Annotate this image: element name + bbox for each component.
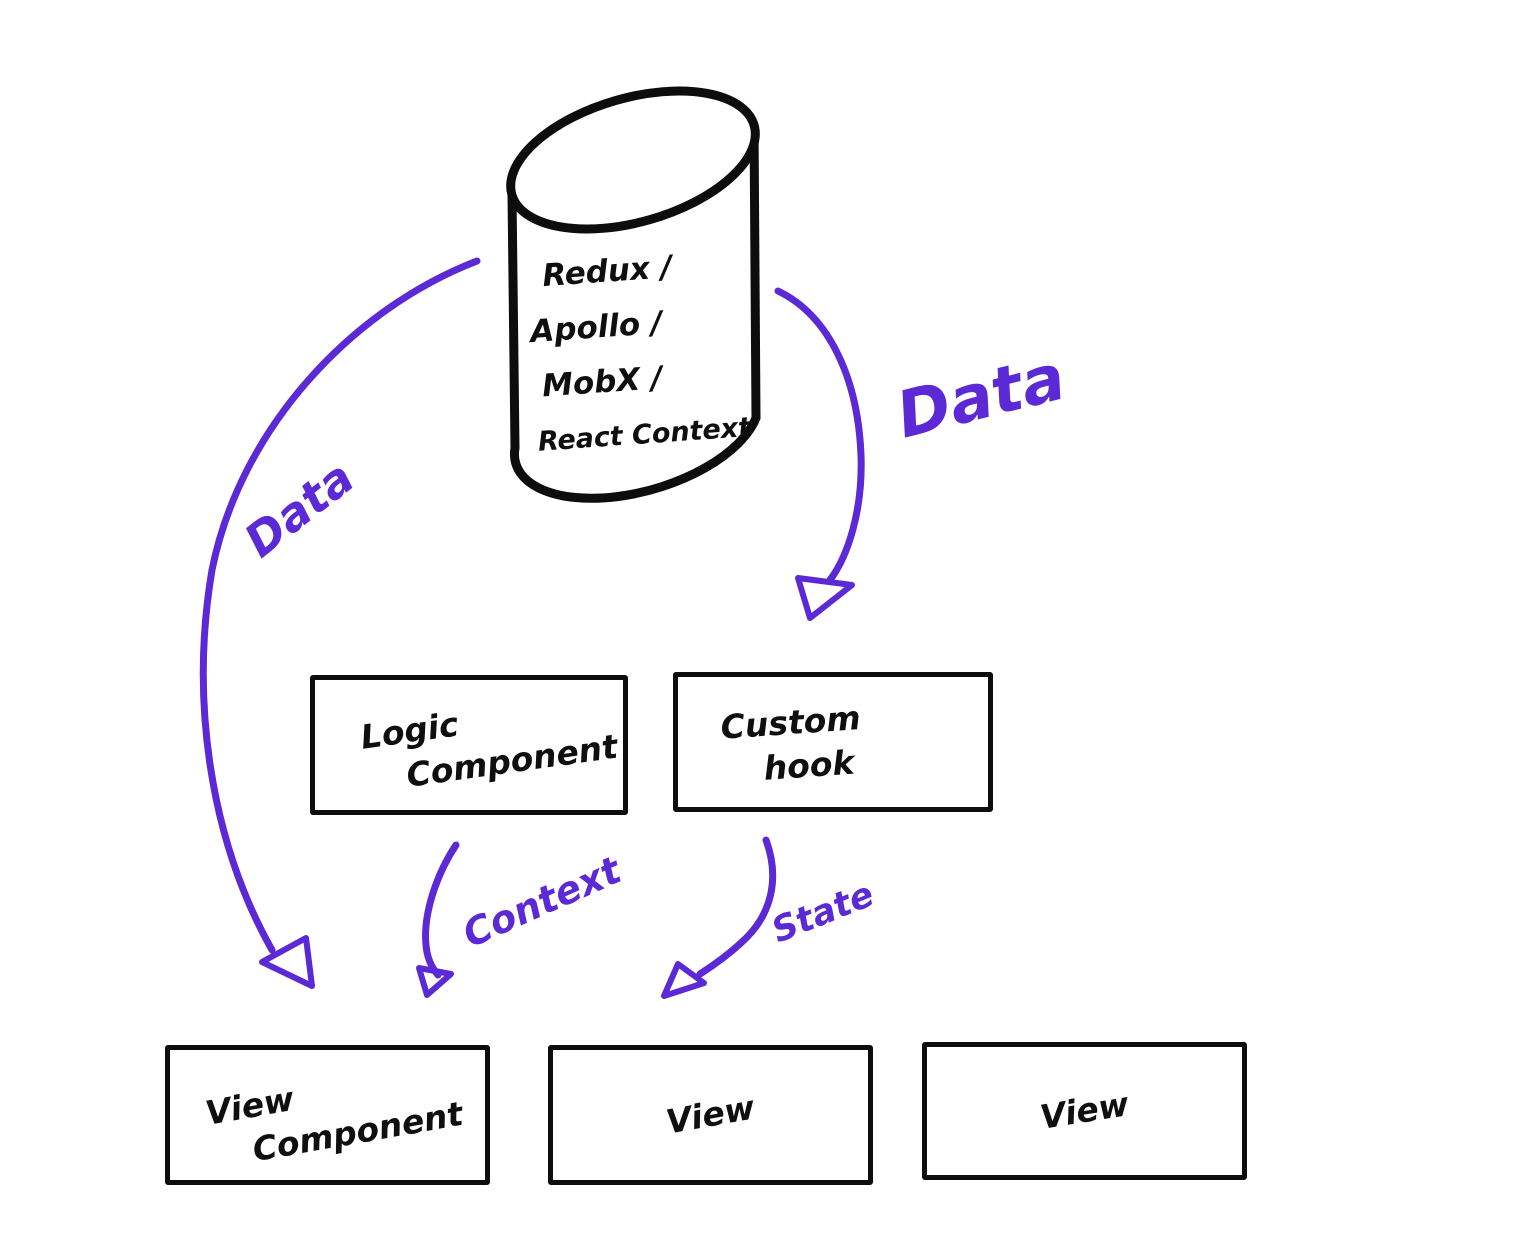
store-cylinder	[506, 86, 761, 503]
view-box-right-label: View	[1037, 1084, 1132, 1137]
data-arrow-right	[774, 287, 865, 621]
store-cylinder-label: Redux / Apollo / MobX / React Context	[525, 234, 770, 470]
state-arrow-head	[661, 961, 707, 999]
view-box-middle: View	[548, 1045, 873, 1185]
logic-component-box: Logic Component	[310, 675, 628, 815]
state-arrow-shaft	[696, 836, 777, 978]
view-box-middle-label: View	[663, 1087, 758, 1142]
context-arrow-shaft	[422, 841, 460, 979]
data-arrow-left	[199, 257, 481, 989]
data-arrow-right-head	[795, 575, 855, 621]
view-component-box: View Component	[165, 1045, 490, 1185]
custom-hook-label: Custom hook	[675, 687, 990, 796]
view-box-right: View	[922, 1042, 1247, 1180]
view-component-label: View Component	[165, 1044, 490, 1185]
data-arrow-left-shaft	[199, 257, 481, 954]
context-arrow-head	[416, 965, 454, 998]
data-arrow-right-shaft	[774, 287, 865, 584]
state-arrow	[661, 836, 777, 999]
context-arrow	[416, 841, 460, 998]
custom-hook-box: Custom hook	[673, 672, 993, 812]
data-arrow-left-head	[259, 935, 315, 989]
cylinder-top	[506, 86, 760, 234]
logic-component-label: Logic Component	[310, 680, 627, 810]
